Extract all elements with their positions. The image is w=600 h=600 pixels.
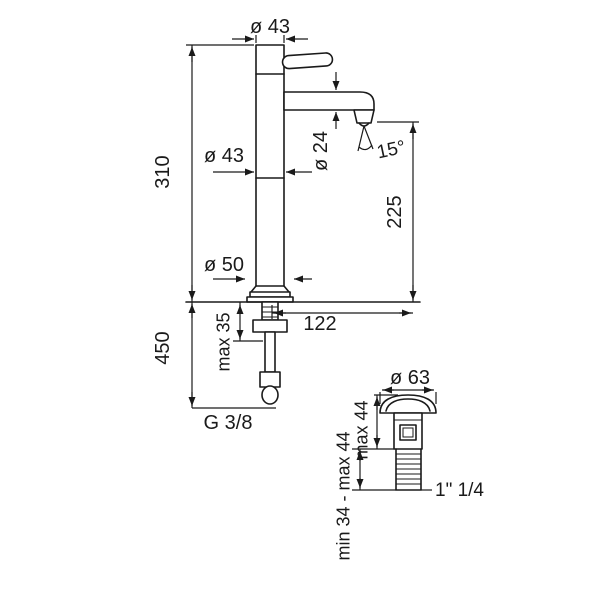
dimension-height-310: 310	[152, 44, 254, 302]
dimension-base-diameter: ø 50	[204, 254, 312, 283]
faucet-spout	[283, 91, 375, 111]
dim-label-drain-adjust-range: min 34 - max 44	[333, 431, 353, 560]
dim-label-spout-height-225: 225	[384, 195, 406, 228]
dimension-drain-thread: 1" 1/4	[421, 480, 484, 501]
dim-label-hose-450: 450	[152, 331, 174, 364]
drain-dome-inner-line	[385, 398, 431, 412]
faucet-body	[255, 44, 285, 287]
dimension-drain-height: max 44	[351, 394, 398, 460]
dim-label-spout-diameter: ø 24	[310, 131, 332, 171]
dim-label-connection-thread: G 3/8	[204, 412, 253, 434]
dim-label-top-diameter: ø 43	[250, 16, 290, 38]
dimension-spout-height-225: 225	[377, 121, 419, 302]
dim-label-drain-diameter: ø 63	[390, 367, 430, 389]
dimension-body-diameter: ø 43	[204, 145, 312, 176]
drain-dome-cap	[379, 394, 437, 414]
dim-label-body-diameter: ø 43	[204, 145, 244, 167]
dim-label-deck-thickness: max 35	[213, 312, 233, 371]
dimension-drain-adjust-range: min 34 - max 44	[333, 431, 396, 561]
dim-label-spout-angle: 15°	[375, 137, 407, 164]
dim-label-base-diameter: ø 50	[204, 254, 244, 276]
dim-label-height-310: 310	[152, 155, 174, 188]
dimension-deck-thickness: max 35	[213, 302, 263, 372]
dim-label-drain-thread: 1" 1/4	[435, 480, 484, 501]
dimension-drain-diameter: ø 63	[379, 367, 437, 404]
drain-window-inner	[402, 427, 414, 438]
dimension-spout-diameter: ø 24	[310, 72, 340, 171]
dimension-hose-450: 450	[152, 302, 196, 408]
hose-end-connector	[261, 385, 279, 405]
dim-label-reach-122: 122	[303, 313, 336, 335]
faucet-lever-handle	[281, 52, 334, 70]
dimension-connection-thread: G 3/8	[192, 407, 276, 434]
drain-overflow-window	[399, 424, 417, 441]
dimension-reach-122: 122	[271, 305, 413, 335]
dimension-spout-angle: 15°	[357, 125, 407, 164]
drain-thread-lines	[396, 453, 421, 485]
faucet-base-flare	[250, 285, 290, 293]
dim-label-drain-height: max 44	[351, 400, 371, 459]
dimension-top-diameter: ø 43	[232, 16, 308, 43]
mounting-nut	[252, 319, 288, 333]
supply-hose	[264, 331, 276, 373]
faucet-outline	[185, 44, 421, 405]
drain-outline	[379, 394, 437, 491]
hose-nut	[259, 371, 281, 388]
faucet-aerator	[353, 109, 375, 124]
